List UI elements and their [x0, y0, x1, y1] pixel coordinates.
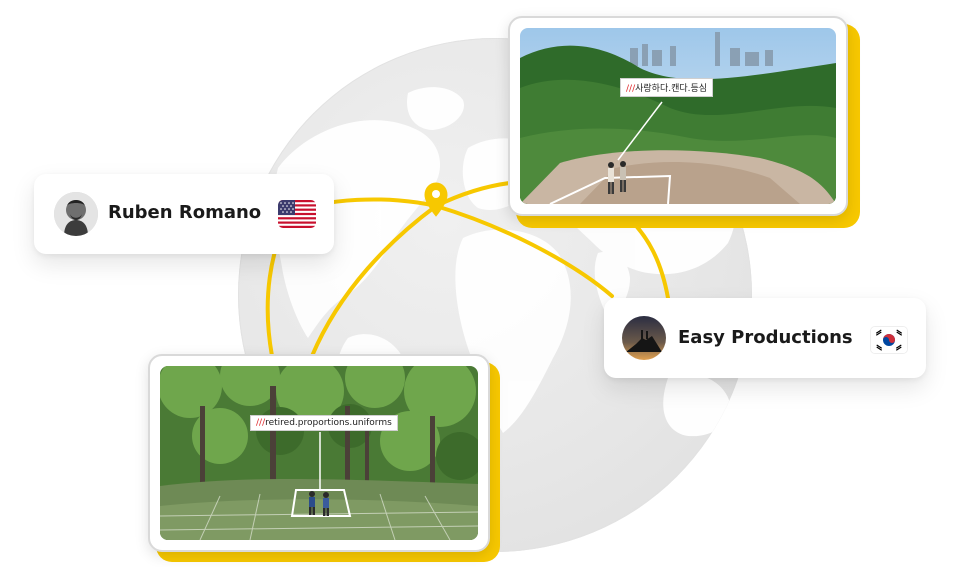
avatar-photo [54, 192, 98, 236]
tag-words: 사랑하다.캔다.등심 [635, 84, 708, 94]
photo-card-bottom[interactable]: ///retired.proportions.uniforms [148, 354, 500, 562]
hiking-photo [520, 28, 836, 204]
forest-photo [160, 366, 478, 540]
tag-prefix: /// [626, 84, 636, 94]
continent-australia [663, 374, 731, 437]
person-name: Easy Productions [678, 327, 853, 348]
south-korea-flag-icon [870, 326, 908, 354]
avatar [54, 192, 98, 236]
avatar-photo [622, 316, 666, 360]
usa-flag-icon [278, 200, 316, 228]
person-card-ruben[interactable]: Ruben Romano [34, 174, 334, 254]
tag-prefix: /// [256, 418, 266, 428]
photo-card-top[interactable]: ///사랑하다.캔다.등심 [508, 16, 860, 228]
tag-words: retired.proportions.uniforms [265, 418, 392, 428]
person-card-easy-productions[interactable]: Easy Productions [604, 298, 926, 378]
location-tag: ///사랑하다.캔다.등심 [620, 78, 714, 97]
location-tag: ///retired.proportions.uniforms [250, 415, 398, 431]
avatar [622, 316, 666, 360]
person-name: Ruben Romano [108, 202, 262, 223]
continent-greenland [407, 87, 464, 130]
